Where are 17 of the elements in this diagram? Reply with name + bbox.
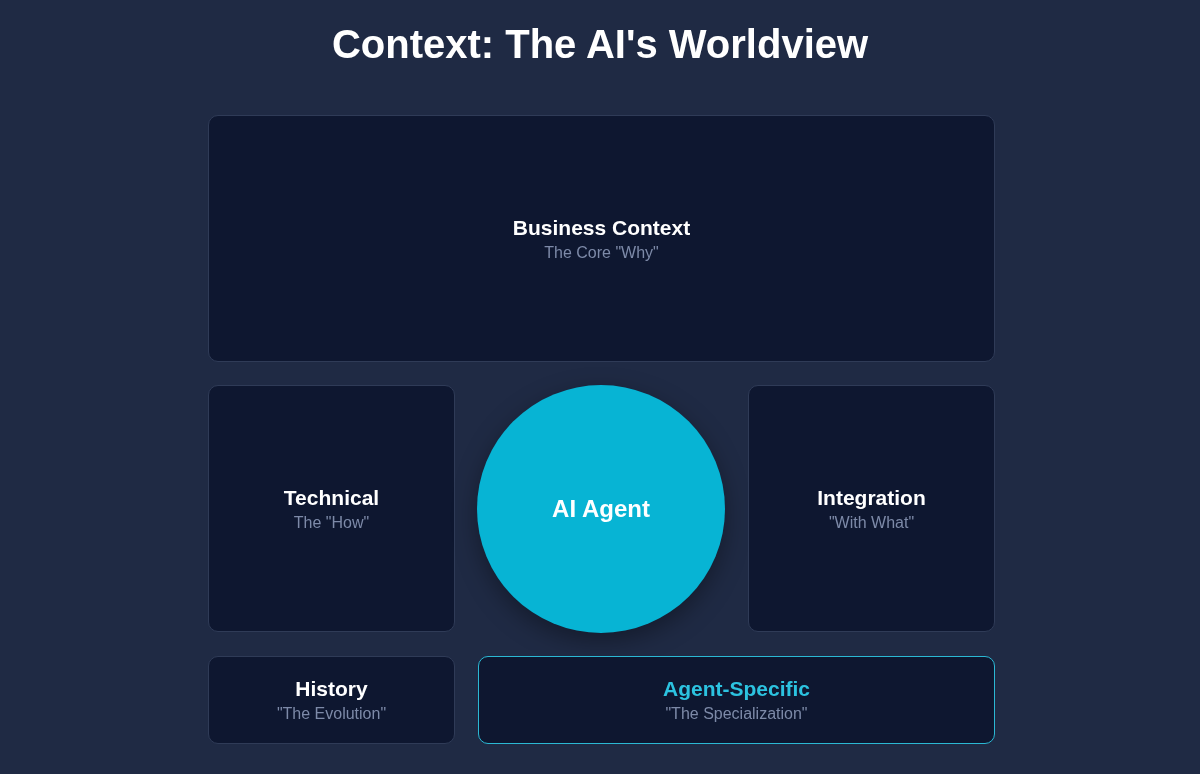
card-heading: History	[295, 676, 368, 702]
card-subtitle: The "How"	[293, 512, 370, 533]
card-heading: Agent-Specific	[663, 676, 810, 702]
card-subtitle: The Core "Why"	[544, 242, 659, 263]
context-card	[208, 656, 455, 744]
context-card	[208, 115, 995, 362]
card-heading: Business Context	[512, 214, 691, 241]
card-subtitle: "The Evolution"	[276, 704, 387, 724]
card-heading: Technical	[283, 484, 380, 511]
card-heading: AI Agent	[552, 495, 650, 523]
card-subtitle: "The Specialization"	[665, 704, 808, 724]
highlighted-card	[478, 656, 995, 744]
diagram-title: Context: The AI's Worldview	[330, 22, 870, 67]
card-subtitle: "With What"	[828, 512, 915, 533]
card-heading: Integration	[817, 484, 926, 511]
context-card	[748, 385, 995, 632]
context-card	[208, 385, 455, 632]
